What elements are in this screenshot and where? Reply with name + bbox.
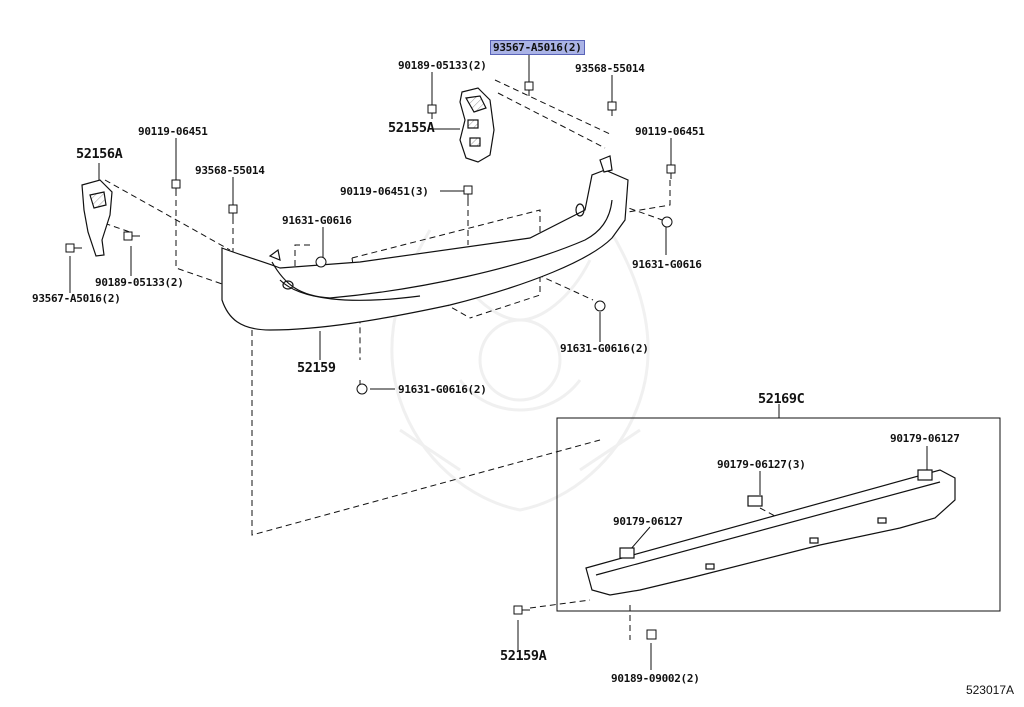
part-label-52155a[interactable]: 52155A — [388, 120, 435, 136]
bolt-icon — [171, 179, 181, 194]
bolt-icon — [463, 185, 473, 200]
part-label-90119-06451-left[interactable]: 90119-06451 — [138, 125, 208, 138]
part-label-90179-06127-right[interactable]: 90179-06127 — [890, 432, 960, 445]
fasteners — [65, 81, 676, 640]
lower-spoiler-52169c — [585, 469, 956, 596]
part-label-90189-05133-left[interactable]: 90189-05133(2) — [95, 276, 184, 289]
screw-icon — [228, 204, 238, 219]
part-label-90119-06451-center[interactable]: 90119-06451(3) — [340, 185, 429, 198]
part-label-93568-55014-top[interactable]: 93568-55014 — [575, 62, 645, 75]
bracket-52156a — [81, 179, 113, 257]
part-label-91631-g0616-center[interactable]: 91631-G0616(2) — [560, 342, 649, 355]
part-label-52159[interactable]: 52159 — [297, 360, 336, 376]
part-label-93567-a5016-left[interactable]: 93567-A5016(2) — [32, 292, 121, 305]
nut-icon — [661, 216, 673, 228]
bolt-icon — [666, 164, 676, 179]
screw-icon — [513, 605, 530, 615]
screw-icon — [524, 81, 534, 96]
part-label-90179-06127-left[interactable]: 90179-06127 — [613, 515, 683, 528]
screw-icon — [123, 231, 140, 241]
clip-icon — [646, 629, 657, 640]
diagram-code: 523017A — [965, 683, 1014, 697]
bracket-52155a — [459, 87, 495, 163]
part-label-52159a[interactable]: 52159A — [500, 648, 547, 664]
part-label-91631-g0616-right[interactable]: 91631-G0616 — [632, 258, 702, 271]
assembly-box-52169c — [556, 417, 1001, 612]
part-label-52169c[interactable]: 52169C — [758, 391, 805, 407]
screw-icon — [427, 104, 437, 119]
screw-icon — [65, 243, 82, 253]
nut-icon — [594, 300, 606, 312]
part-label-90179-06127-center[interactable]: 90179-06127(3) — [717, 458, 806, 471]
bumper-cover-52159 — [221, 155, 629, 331]
leader-lines — [69, 53, 928, 670]
part-label-90119-06451-right[interactable]: 90119-06451 — [635, 125, 705, 138]
nut-icon — [315, 256, 327, 268]
part-label-90189-09002[interactable]: 90189-09002(2) — [611, 672, 700, 685]
part-label-93567-a5016-highlighted[interactable]: 93567-A5016(2) — [490, 40, 585, 55]
part-label-93568-55014-left[interactable]: 93568-55014 — [195, 164, 265, 177]
part-label-52156a[interactable]: 52156A — [76, 146, 123, 162]
screw-icon — [607, 101, 617, 116]
nut-icon — [356, 383, 368, 395]
part-label-91631-g0616-upper[interactable]: 91631-G0616 — [282, 214, 352, 227]
part-label-90189-05133-top[interactable]: 90189-05133(2) — [398, 59, 487, 72]
part-label-91631-g0616-lower[interactable]: 91631-G0616(2) — [398, 383, 487, 396]
